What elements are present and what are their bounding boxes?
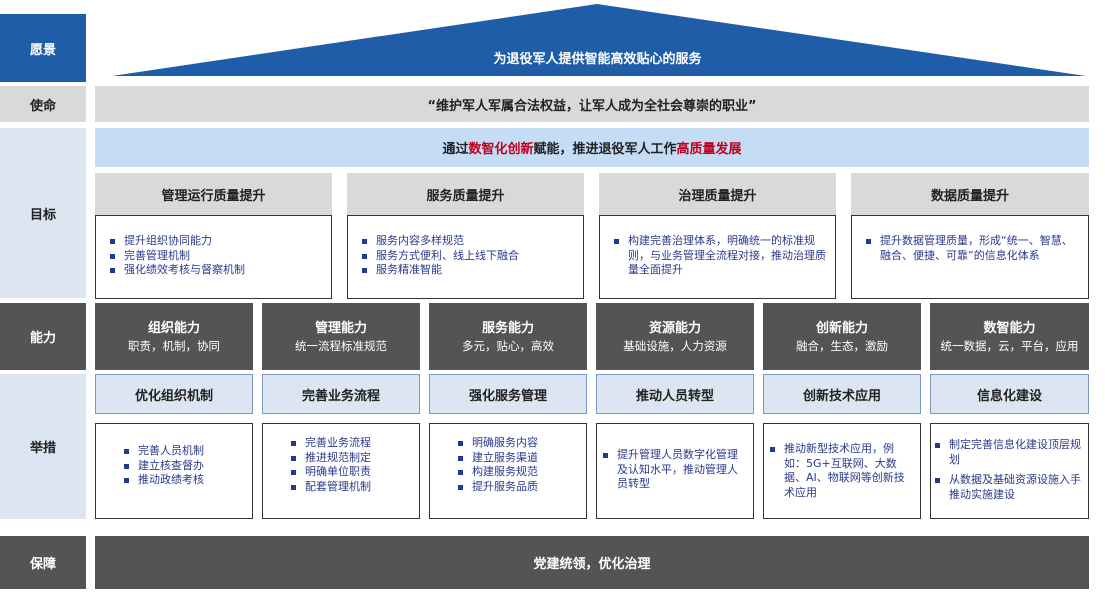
measure-header-6: 信息化建设 bbox=[930, 374, 1089, 414]
measure-item: 建立核查督办 bbox=[124, 459, 246, 474]
measure-header-1: 优化组织机制 bbox=[95, 374, 253, 414]
measure-body-6: 制定完善信息化建设顶层规划 从数据及基础资源设施入手推动实施建设 bbox=[930, 423, 1089, 519]
measure-header-2: 完善业务流程 bbox=[262, 374, 420, 414]
measure-body-5: 推动新型技术应用，例如：5G+互联网、大数据、AI、物联网等创新技术应用 bbox=[763, 423, 921, 519]
measure-item: 完善业务流程 bbox=[291, 436, 413, 451]
measure-item: 明确单位职责 bbox=[291, 465, 413, 480]
capability-sub: 多元，贴心，高效 bbox=[462, 338, 554, 353]
capability-box-6: 数智能力 统一数据，云，平台，应用 bbox=[930, 303, 1089, 370]
goal-item: 提升组织协同能力 bbox=[110, 234, 323, 249]
measure-item: 建立服务渠道 bbox=[458, 451, 580, 466]
measure-item: 明确服务内容 bbox=[458, 436, 580, 451]
vision-text: 为退役军人提供智能高效贴心的服务 bbox=[493, 51, 702, 67]
measure-body-1: 完善人员机制 建立核查督办 推动政绩考核 bbox=[95, 423, 253, 519]
measure-item: 构建服务规范 bbox=[458, 465, 580, 480]
row-label-mission: 使命 bbox=[0, 86, 86, 122]
measure-item: 推动政绩考核 bbox=[124, 473, 246, 488]
goal-body-2: 服务内容多样规范 服务方式便利、线上线下融合 服务精准智能 bbox=[347, 215, 584, 299]
capability-box-5: 创新能力 融合，生态，激励 bbox=[763, 303, 921, 370]
measure-item: 推进规范制定 bbox=[291, 451, 413, 466]
measure-header-5: 创新技术应用 bbox=[763, 374, 921, 414]
goal-banner-mid: 赋能，推进退役军人工作 bbox=[533, 142, 677, 157]
row-label-measures: 举措 bbox=[0, 374, 86, 519]
goal-item: 服务方式便利、线上线下融合 bbox=[362, 249, 575, 264]
capability-title: 数智能力 bbox=[983, 320, 1036, 336]
capability-title: 管理能力 bbox=[314, 320, 367, 336]
vision-roof bbox=[112, 4, 1086, 76]
goal-item: 构建完善治理体系，明确统一的标准规则，与业务管理全流程对接，推动治理质量全面提升 bbox=[614, 234, 827, 278]
guarantee-bar: 党建统领，优化治理 bbox=[95, 536, 1089, 589]
goal-item: 服务精准智能 bbox=[362, 263, 575, 278]
goal-body-4: 提升数据管理质量，形成“统一、智慧、融合、便捷、可靠”的信息化体系 bbox=[851, 215, 1089, 299]
goal-banner-highlight-2: 高质量发展 bbox=[676, 142, 742, 157]
goal-header-2: 服务质量提升 bbox=[347, 173, 584, 215]
measure-item: 提升服务品质 bbox=[458, 480, 580, 495]
goal-header-4: 数据质量提升 bbox=[851, 173, 1089, 215]
capability-box-1: 组织能力 职责，机制，协同 bbox=[95, 303, 253, 370]
capability-sub: 基础设施，人力资源 bbox=[623, 338, 727, 353]
measure-header-3: 强化服务管理 bbox=[429, 374, 587, 414]
goal-banner-pre: 通过 bbox=[442, 142, 469, 157]
capability-box-4: 资源能力 基础设施，人力资源 bbox=[596, 303, 754, 370]
capability-sub: 统一流程标准规范 bbox=[295, 338, 387, 353]
measure-item: 配套管理机制 bbox=[291, 480, 413, 495]
measure-item: 推动新型技术应用，例如：5G+互联网、大数据、AI、物联网等创新技术应用 bbox=[770, 442, 914, 500]
measure-item: 完善人员机制 bbox=[124, 444, 246, 459]
measure-item: 提升管理人员数字化管理及认知水平，推动管理人员转型 bbox=[603, 448, 747, 492]
goal-body-3: 构建完善治理体系，明确统一的标准规则，与业务管理全流程对接，推动治理质量全面提升 bbox=[599, 215, 836, 299]
capability-box-2: 管理能力 统一流程标准规范 bbox=[262, 303, 420, 370]
row-label-vision: 愿景 bbox=[0, 14, 86, 82]
row-label-goal: 目标 bbox=[0, 128, 86, 298]
goal-banner-highlight-1: 数智化创新 bbox=[468, 142, 534, 157]
capability-title: 组织能力 bbox=[147, 320, 200, 336]
measure-body-3: 明确服务内容 建立服务渠道 构建服务规范 提升服务品质 bbox=[429, 423, 587, 519]
goal-item: 服务内容多样规范 bbox=[362, 234, 575, 249]
goal-body-1: 提升组织协同能力 完善管理机制 强化绩效考核与督察机制 bbox=[95, 215, 332, 299]
capability-sub: 统一数据，云，平台，应用 bbox=[940, 338, 1079, 353]
capability-sub: 职责，机制，协同 bbox=[128, 338, 220, 353]
measure-item: 从数据及基础资源设施入手推动实施建设 bbox=[935, 473, 1082, 502]
measure-header-4: 推动人员转型 bbox=[596, 374, 754, 414]
capability-title: 资源能力 bbox=[648, 320, 701, 336]
capability-sub: 融合，生态，激励 bbox=[796, 338, 888, 353]
goal-banner: 通过 数智化创新 赋能，推进退役军人工作 高质量发展 bbox=[95, 128, 1089, 167]
goal-item: 完善管理机制 bbox=[110, 249, 323, 264]
mission-bar: “维护军人军属合法权益，让军人成为全社会尊崇的职业” bbox=[95, 86, 1089, 122]
measure-body-2: 完善业务流程 推进规范制定 明确单位职责 配套管理机制 bbox=[262, 423, 420, 519]
row-label-guarantee: 保障 bbox=[0, 536, 86, 589]
capability-box-3: 服务能力 多元，贴心，高效 bbox=[429, 303, 587, 370]
measure-item: 制定完善信息化建设顶层规划 bbox=[935, 438, 1082, 467]
goal-header-1: 管理运行质量提升 bbox=[95, 173, 332, 215]
goal-header-3: 治理质量提升 bbox=[599, 173, 836, 215]
goal-item: 提升数据管理质量，形成“统一、智慧、融合、便捷、可靠”的信息化体系 bbox=[866, 234, 1080, 263]
capability-title: 服务能力 bbox=[481, 320, 534, 336]
row-label-capability: 能力 bbox=[0, 303, 86, 370]
capability-title: 创新能力 bbox=[815, 320, 868, 336]
measure-body-4: 提升管理人员数字化管理及认知水平，推动管理人员转型 bbox=[596, 423, 754, 519]
goal-item: 强化绩效考核与督察机制 bbox=[110, 263, 323, 278]
